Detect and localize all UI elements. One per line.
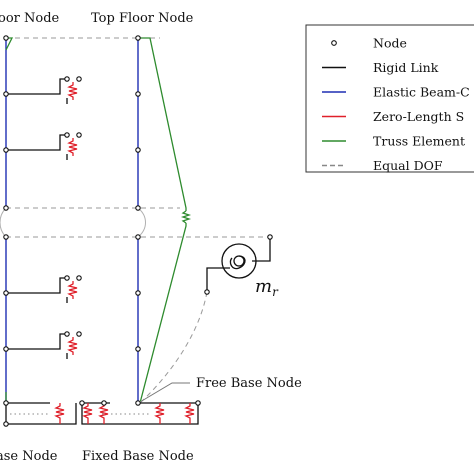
mass-subscript: r <box>272 285 279 299</box>
zero-length-springs <box>54 82 195 424</box>
legend-label-3: Zero-Length S <box>373 109 464 124</box>
node <box>64 275 70 281</box>
node <box>3 234 9 240</box>
zero-length-spring-floor-1 <box>67 82 78 100</box>
zero-length-spring-base-3 <box>98 403 109 424</box>
zero-length-spring-floor-3 <box>67 281 78 299</box>
node <box>76 275 82 281</box>
node <box>76 76 82 82</box>
nodes <box>3 35 273 427</box>
equal-dof-links <box>6 37 275 404</box>
truss-right-upper <box>138 37 187 211</box>
mass-outer-circle <box>221 243 257 279</box>
node <box>3 400 9 406</box>
fixed-base-node-label: Fixed Base Node <box>82 449 194 464</box>
node <box>135 35 141 41</box>
legend-label-1: Rigid Link <box>373 60 439 75</box>
rigid-link-mass-right <box>252 237 271 262</box>
node <box>79 400 85 406</box>
node <box>135 234 141 240</box>
mass-label: mr <box>255 276 279 299</box>
legend-label-2: Elastic Beam-C <box>373 85 470 100</box>
rigid-link-floor-1 <box>6 78 67 95</box>
legend-label-0: Node <box>373 36 407 51</box>
node <box>101 400 107 406</box>
free-base-node-label: Free Base Node <box>196 376 302 391</box>
zero-length-spring-floor-4 <box>67 337 78 355</box>
node <box>267 234 273 240</box>
node <box>195 400 201 406</box>
rigid-link-floor-4 <box>6 333 67 350</box>
node <box>135 400 141 406</box>
equal-dof-arc-left <box>0 207 7 238</box>
mass-inner-circle <box>233 255 245 267</box>
node <box>3 346 9 352</box>
top-floor-node-label: Top Floor Node <box>91 11 194 26</box>
equal-dof-mass-link <box>139 291 208 404</box>
rigid-link-floor-2 <box>6 134 67 151</box>
node <box>135 346 141 352</box>
legend-frame <box>305 24 474 173</box>
free-base-node-leader <box>139 382 190 403</box>
node <box>3 91 9 97</box>
mass-spiral <box>229 255 246 270</box>
node <box>135 205 141 211</box>
rotational-mass <box>221 243 257 279</box>
legend-label-4: Truss Element <box>373 134 465 149</box>
rigid-link-base-left <box>5 403 77 425</box>
node <box>3 205 9 211</box>
node <box>3 421 9 427</box>
zero-length-spring-base-4 <box>154 403 165 424</box>
node <box>135 91 141 97</box>
zero-length-spring-base-2 <box>82 403 93 424</box>
node <box>3 35 9 41</box>
equal-dof-arcs <box>0 207 146 238</box>
legend-symbol-0 <box>331 40 337 46</box>
legend-label-5: Equal DOF <box>373 158 443 173</box>
node <box>64 76 70 82</box>
zero-length-spring-floor-2 <box>67 138 78 156</box>
equal-dof-arc-right <box>137 207 146 238</box>
zero-length-spring-base-5 <box>184 403 195 424</box>
node <box>3 147 9 153</box>
mass-symbol: m <box>255 276 272 297</box>
truss-right-lower <box>139 223 187 404</box>
rigid-link-base-right <box>81 402 199 425</box>
base-node-label-left: ase Node <box>0 449 58 464</box>
node <box>64 132 70 138</box>
node <box>3 290 9 296</box>
node <box>64 331 70 337</box>
node <box>76 331 82 337</box>
rigid-link-floor-3 <box>6 277 67 294</box>
node <box>135 290 141 296</box>
floor-node-label-left: oor Node <box>0 11 60 26</box>
elastic-beam-columns <box>5 38 139 403</box>
truss-element <box>5 37 192 404</box>
rigid-links <box>5 78 271 425</box>
zero-length-spring-base-1 <box>54 403 65 424</box>
rigid-link-mass <box>206 267 230 292</box>
node <box>135 147 141 153</box>
node <box>76 132 82 138</box>
node <box>204 289 210 295</box>
truss-spring <box>180 210 192 224</box>
